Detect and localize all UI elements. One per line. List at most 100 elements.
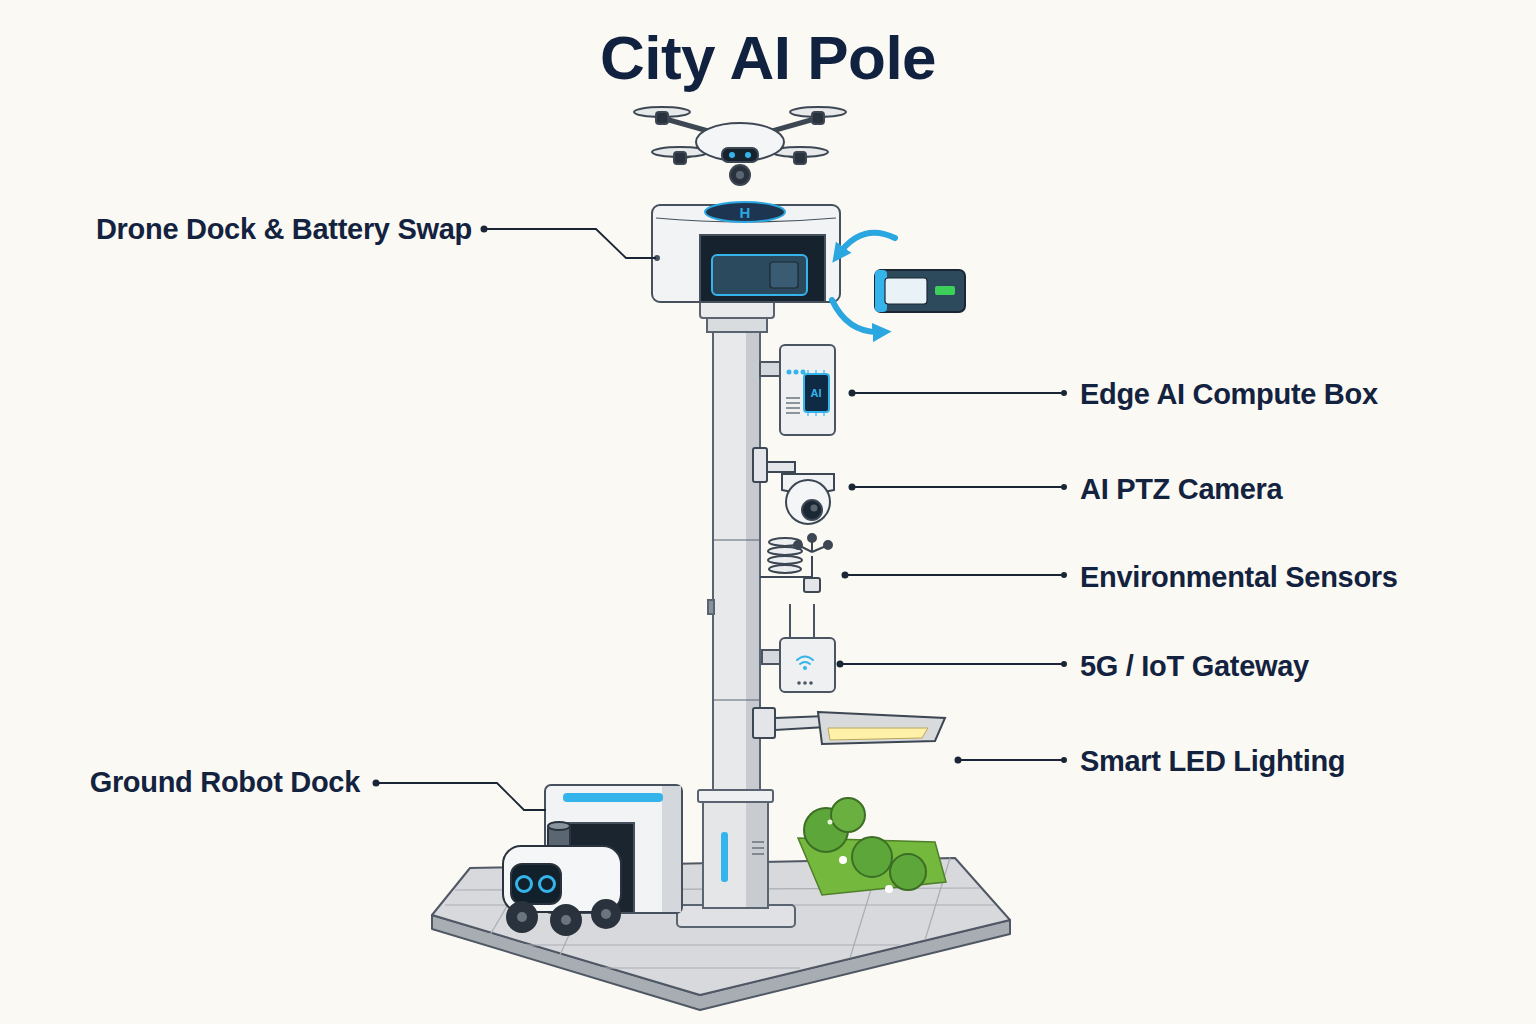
pole-base-part (752, 853, 764, 854)
environmental-sensor-part (824, 541, 832, 549)
pole-base (677, 790, 795, 927)
swap-arrows-part (832, 300, 882, 332)
callout-label: AI PTZ Camera (1080, 473, 1282, 506)
swap-battery (875, 270, 965, 312)
leader-dots-part (373, 780, 380, 787)
leader-dots-part (849, 484, 856, 491)
diagram-title: City AI Pole (600, 22, 936, 93)
leader-dots-part (1061, 484, 1067, 490)
edge-compute-box-part (786, 412, 800, 413)
leader-dots-part (1061, 390, 1067, 396)
callout-label: Drone Dock & Battery Swap (96, 213, 472, 246)
edge-compute-box-part (786, 398, 800, 413)
edge-compute-box-part (823, 412, 824, 416)
grass-patch-part (828, 820, 833, 825)
ptz-camera-part (786, 480, 830, 524)
ground-platform-part (520, 944, 900, 945)
pole-shaft-part (713, 540, 760, 541)
ground-robot-part (551, 905, 581, 935)
leader-dots-part (1061, 661, 1067, 667)
drone-dock-part (705, 202, 785, 222)
iot-gateway-part (797, 681, 801, 685)
edge-compute-box-part (786, 397, 800, 398)
environmental-sensor-part (768, 556, 802, 564)
iot-gateway-part (797, 657, 813, 665)
callout-label: Edge AI Compute Box (1080, 378, 1378, 411)
grass-patch-part (852, 837, 892, 877)
grass-patch (798, 798, 946, 895)
environmental-sensor (760, 534, 832, 592)
leader-lines-part (845, 574, 1064, 576)
swap-battery-part (875, 270, 965, 312)
robot-dock-part (563, 793, 663, 802)
pole-base-part (752, 842, 764, 854)
callout-label: Ground Robot Dock (90, 766, 360, 799)
drone-dock (652, 202, 840, 302)
leader-dots-part (1061, 572, 1067, 578)
edge-compute-box-part (760, 362, 782, 376)
pole-base-part (746, 799, 767, 907)
edge-compute-box-part (815, 412, 816, 416)
leader-lines-part (958, 759, 1064, 761)
leader-lines (376, 229, 1064, 810)
edge-compute-box-part (794, 370, 799, 375)
grass-patch-part (831, 798, 865, 832)
drone-dock-part (712, 255, 807, 295)
swap-arrows (832, 233, 895, 332)
swap-arrows-part (838, 233, 895, 255)
drone-part (656, 112, 668, 124)
led-streetlight-part (828, 728, 928, 740)
iot-gateway-part (803, 681, 807, 685)
edge-compute-box-part (807, 370, 808, 374)
ptz-camera-part (811, 505, 818, 512)
grass-patch-part (890, 854, 926, 890)
leader-dots-part (955, 757, 962, 764)
led-streetlight-part (818, 712, 945, 744)
callout-label: Smart LED Lighting (1080, 745, 1345, 778)
leader-dots-part (1061, 757, 1067, 763)
drone-part (729, 152, 735, 158)
iot-gateway-part (813, 604, 815, 640)
led-streetlight-part (753, 708, 775, 738)
leader-lines-part (484, 229, 656, 258)
leader-lines-part (376, 783, 546, 810)
ptz-camera-part (802, 500, 822, 520)
iot-gateway-part (803, 666, 807, 670)
leader-dots (373, 226, 1068, 787)
iot-gateway-part (797, 657, 813, 661)
edge-compute-box-part (823, 370, 824, 374)
ground-robot-part (601, 909, 611, 919)
leader-dots-part (481, 226, 488, 233)
callout-label: 5G / IoT Gateway (1080, 650, 1309, 683)
edge-compute-box-part (786, 402, 800, 403)
ground-robot-part (540, 877, 555, 892)
edge-compute-box-part (804, 374, 829, 412)
ground-robot-part (592, 900, 620, 928)
environmental-sensor-part (769, 565, 801, 573)
pole-base-part (752, 841, 764, 842)
swap-battery-part (885, 278, 927, 304)
helipad-mark: H (740, 204, 751, 221)
ground-platform-part (600, 967, 800, 968)
iot-gateway-part (800, 662, 810, 664)
ptz-camera-part (753, 448, 767, 482)
environmental-sensor-part (808, 534, 816, 542)
edge-compute-box-part (815, 370, 816, 374)
iot-gateway-part (789, 604, 791, 640)
pole-shaft-part (708, 600, 714, 614)
drone-dock-part (700, 235, 825, 302)
ground-robot-part (507, 902, 537, 932)
drone-part (812, 112, 824, 124)
chip-label: AI (811, 387, 822, 399)
ptz-camera-part (767, 462, 795, 472)
environmental-sensor-part (804, 578, 820, 592)
ground-robot-part (561, 915, 571, 925)
led-streetlight (753, 708, 945, 744)
environmental-sensor-part (794, 541, 802, 549)
drone-part (722, 148, 758, 162)
leader-lines-part (840, 663, 1064, 665)
iot-gateway-part (809, 681, 813, 685)
drone-part (696, 123, 784, 161)
edge-compute-box-part (780, 345, 835, 435)
